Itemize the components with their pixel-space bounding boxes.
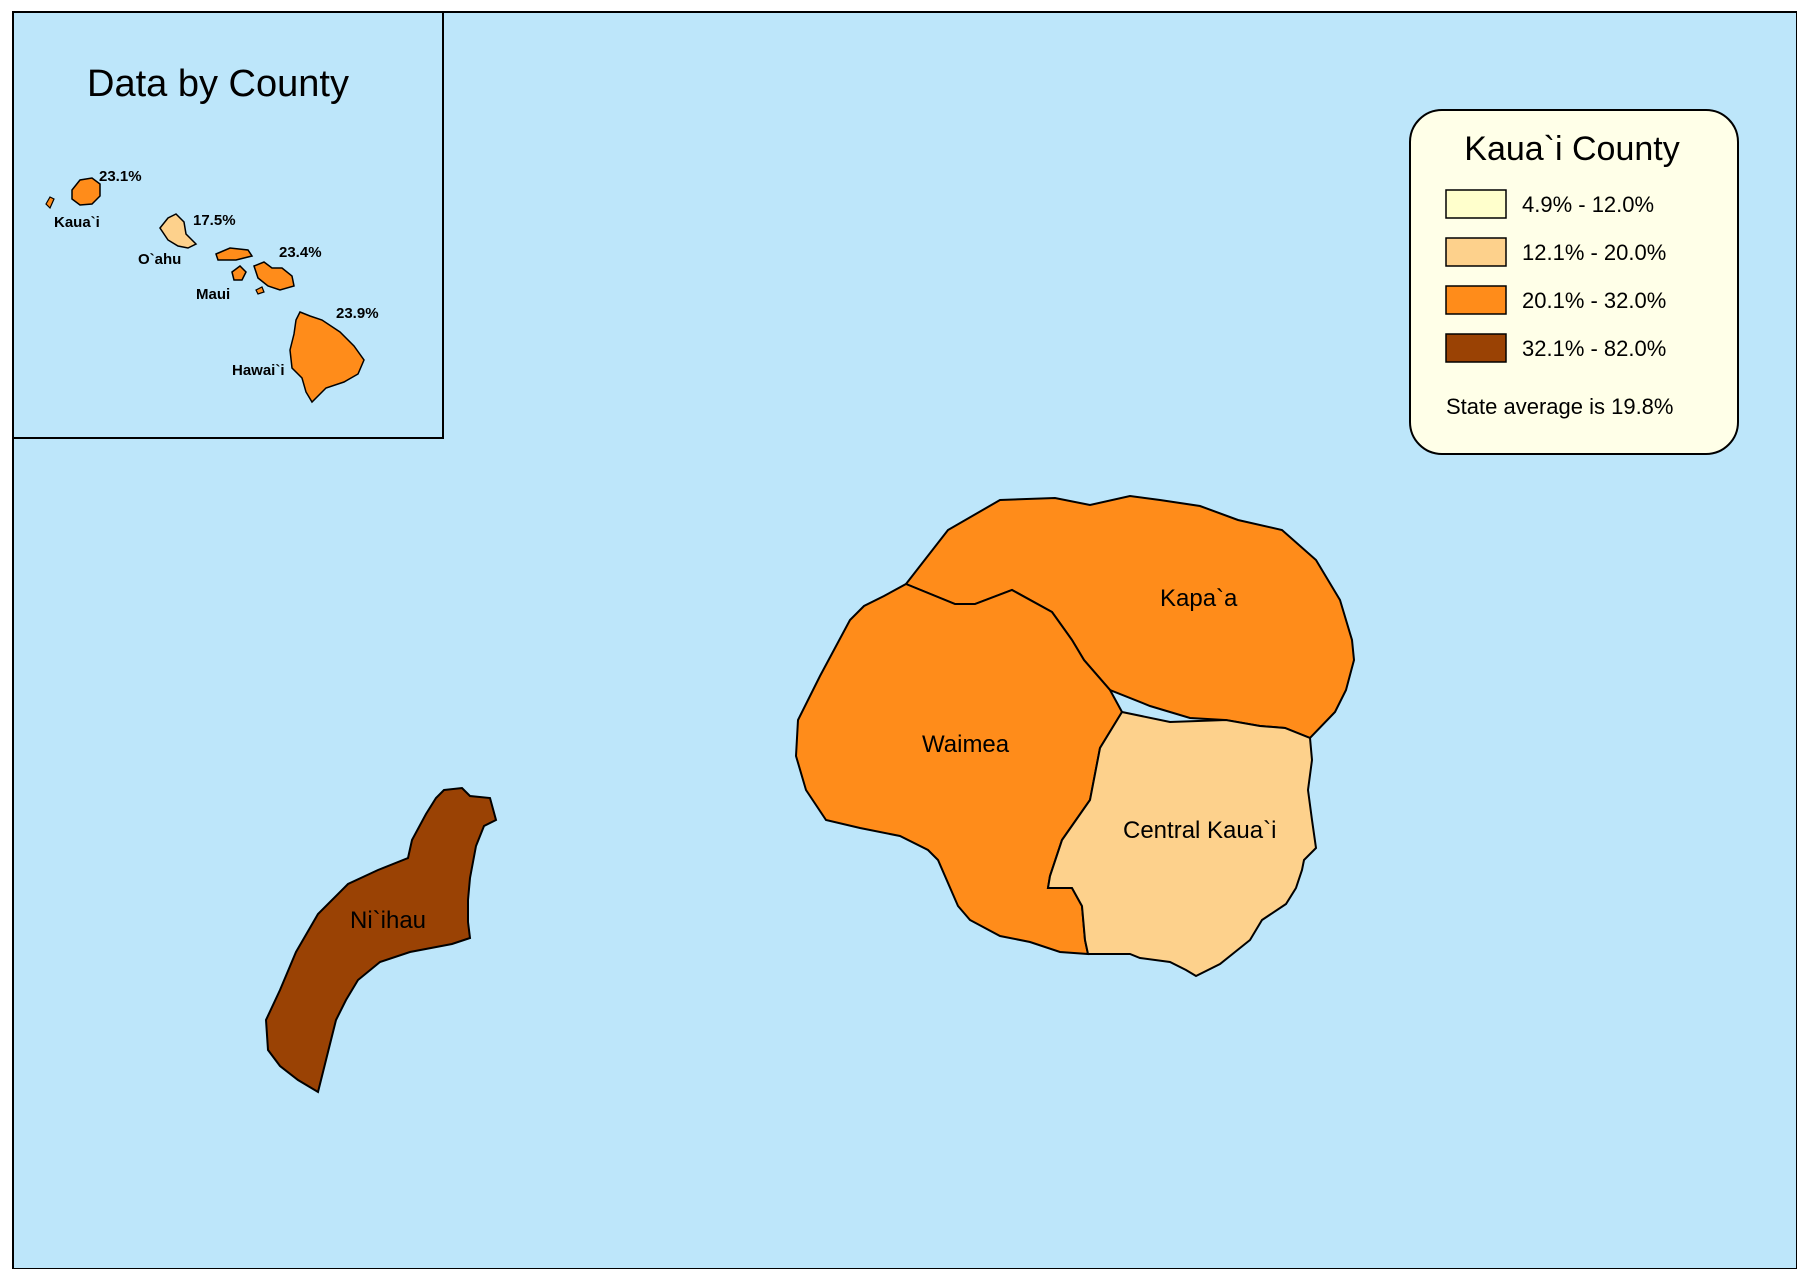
legend-label-2: 12.1% - 20.0% xyxy=(1522,240,1666,265)
inset-label-kauai: Kaua`i xyxy=(54,214,100,231)
legend-label-4: 32.1% - 82.0% xyxy=(1522,336,1666,361)
district-label-central-kauai: Central Kaua`i xyxy=(1123,817,1276,844)
inset-value-kauai: 23.1% xyxy=(99,168,142,185)
inset-value-oahu: 17.5% xyxy=(193,212,236,229)
inset-label-maui: Maui xyxy=(196,286,230,303)
legend-label-1: 4.9% - 12.0% xyxy=(1522,192,1654,217)
inset-island-hawaii xyxy=(289,311,365,404)
inset-island-niihau xyxy=(45,196,55,210)
legend-swatch-2 xyxy=(1445,237,1507,267)
legend-swatch-3 xyxy=(1445,285,1507,315)
legend-swatch-1 xyxy=(1445,189,1507,219)
inset-island-lanai xyxy=(231,265,247,281)
district-label-waimea: Waimea xyxy=(922,731,1010,758)
legend-label-3: 20.1% - 32.0% xyxy=(1522,288,1666,313)
legend: Kaua`i County 4.9% - 12.0% 12.1% - 20.0%… xyxy=(1409,109,1739,455)
inset-island-oahu xyxy=(159,213,198,249)
inset-map: Data by County 23.1% Kaua`i 17.5% O`ahu … xyxy=(12,11,444,439)
district-label-kapaa: Kapa`a xyxy=(1160,585,1238,612)
inset-island-kahoolawe xyxy=(255,286,265,295)
legend-swatch-4 xyxy=(1445,333,1507,363)
district-niihau[interactable] xyxy=(264,786,498,1094)
inset-value-maui: 23.4% xyxy=(279,244,322,261)
inset-island-kauai xyxy=(71,177,101,206)
inset-frame xyxy=(12,11,444,439)
district-label-niihau: Ni`ihau xyxy=(350,907,426,934)
inset-island-molokai xyxy=(215,247,254,261)
legend-note: State average is 19.8% xyxy=(1446,394,1673,419)
inset-title: Data by County xyxy=(87,63,349,105)
inset-island-maui xyxy=(253,261,295,291)
district-central-kauai[interactable] xyxy=(1046,710,1318,978)
legend-title: Kaua`i County xyxy=(1464,130,1679,168)
inset-value-hawaii: 23.9% xyxy=(336,305,379,322)
inset-label-hawaii: Hawai`i xyxy=(232,362,285,379)
inset-label-oahu: O`ahu xyxy=(138,251,181,268)
kauai-districts: Kapa`a Waimea Central Kaua`i Ni`ihau xyxy=(264,494,1356,1094)
